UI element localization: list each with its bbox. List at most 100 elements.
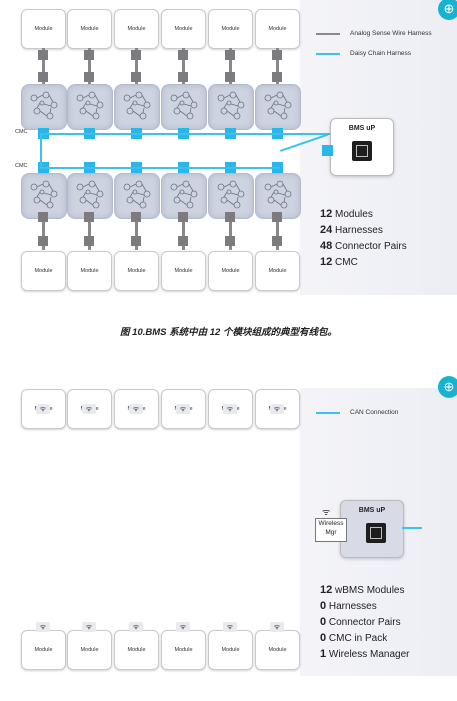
module-label: Module: [127, 647, 146, 653]
connector: [272, 50, 282, 60]
zoom-in-icon[interactable]: ⊕: [438, 0, 457, 20]
module-box: Module: [114, 9, 159, 49]
wifi-icon: ᯤ: [129, 404, 143, 414]
module-label: Module: [268, 647, 287, 653]
connector: [38, 50, 48, 60]
analog-wire: [276, 218, 279, 250]
wireless-mgr-label-2: Mgr: [325, 529, 337, 536]
connector: [84, 72, 94, 82]
circuit-icon: [264, 91, 292, 120]
connector: [272, 72, 282, 82]
analog-wire: [229, 48, 232, 84]
module-box: Module: [21, 9, 66, 49]
legend-can-text: CAN Connection: [350, 409, 399, 416]
processor-chip-icon: [352, 141, 372, 161]
zoom-in-icon[interactable]: ⊕: [438, 376, 457, 398]
cmc-board: [67, 84, 113, 130]
module-label: Module: [174, 647, 193, 653]
module-label: Module: [221, 26, 240, 32]
connector: [131, 236, 141, 246]
connector: [84, 50, 94, 60]
wifi-icon: ᯤ: [129, 622, 143, 632]
stat-modules: 12 Modules: [320, 208, 373, 220]
analog-wire: [182, 218, 185, 250]
bms-controller: BMS uP: [330, 118, 394, 176]
module-box: Module: [208, 9, 253, 49]
stat-wbms-modules: 12 wBMS Modules: [320, 584, 405, 596]
analog-wire: [276, 48, 279, 84]
cmc-board: [255, 84, 301, 130]
stat-harnesses-wireless: 0 Harnesses: [320, 600, 377, 612]
wifi-icon: ᯤ: [36, 404, 50, 414]
module-label: Module: [268, 268, 287, 274]
connector: [225, 212, 235, 222]
analog-wire: [135, 48, 138, 84]
circuit-icon: [76, 91, 104, 120]
connector: [38, 236, 48, 246]
stat-wireless-manager: 1 Wireless Manager: [320, 648, 410, 660]
wifi-icon: ᯤ: [176, 404, 190, 414]
module-box: Module: [255, 251, 300, 291]
analog-wire: [229, 218, 232, 250]
connector: [178, 212, 188, 222]
circuit-icon: [30, 180, 58, 209]
can-connection-line: [402, 527, 422, 529]
legend-analog-text: Analog Sense Wire Harness: [350, 30, 432, 37]
module-box: Module: [21, 389, 66, 429]
connector: [178, 72, 188, 82]
stat-cmc-in-pack: 0 CMC in Pack: [320, 632, 388, 644]
module-label: Module: [268, 26, 287, 32]
module-box: Module: [67, 9, 112, 49]
wifi-icon: ᯤ: [82, 622, 96, 632]
connector: [84, 236, 94, 246]
circuit-icon: [123, 91, 151, 120]
cmc-board: [255, 173, 301, 219]
wifi-icon: ᯤ: [270, 404, 284, 414]
module-box: Module: [208, 251, 253, 291]
cmc-board: [67, 173, 113, 219]
connector: [38, 212, 48, 222]
wireless-mgr-label-1: Wireless: [318, 520, 344, 527]
controller-title: BMS uP: [348, 125, 376, 132]
module-label: Module: [221, 647, 240, 653]
processor-chip-icon: [366, 523, 386, 543]
connector: [225, 236, 235, 246]
cmc-label-top: CMC: [15, 129, 28, 135]
analog-wire: [88, 48, 91, 84]
module-box: Module: [21, 630, 66, 670]
connector: [38, 72, 48, 82]
module-box: Module: [255, 630, 300, 670]
module-label: Module: [127, 26, 146, 32]
connector: [131, 72, 141, 82]
circuit-icon: [170, 91, 198, 120]
wifi-icon: ᯤ: [176, 622, 190, 632]
figure-caption: 图 10.BMS 系统中由 12 个模块组成的典型有线包。: [120, 327, 337, 338]
module-box: Module: [255, 9, 300, 49]
cmc-board: [114, 173, 160, 219]
stat-connector-pairs: 48 Connector Pairs: [320, 240, 407, 252]
cmc-board: [161, 84, 207, 130]
connector: [178, 50, 188, 60]
cmc-board: [21, 173, 67, 219]
module-box: Module: [208, 630, 253, 670]
bms-controller-wireless: BMS uP: [340, 500, 404, 558]
module-label: Module: [80, 26, 99, 32]
daisy-chain-line-top: [40, 133, 330, 135]
cmc-board: [21, 84, 67, 130]
cmc-board: [208, 173, 254, 219]
legend-analog-line: [316, 33, 340, 35]
module-box: Module: [114, 251, 159, 291]
legend-daisy-text: Daisy Chain Harness: [350, 50, 412, 57]
module-label: Module: [34, 26, 53, 32]
connector: [272, 236, 282, 246]
module-label: Module: [80, 647, 99, 653]
stat-cmc: 12 CMC: [320, 256, 358, 268]
wifi-icon: ᯤ: [270, 622, 284, 632]
cmc-board: [208, 84, 254, 130]
controller-title-wireless: BMS uP: [358, 507, 386, 514]
wifi-icon: ᯤ: [82, 404, 96, 414]
module-box: Module: [161, 9, 206, 49]
connector: [178, 236, 188, 246]
module-label: Module: [34, 647, 53, 653]
connector: [225, 72, 235, 82]
